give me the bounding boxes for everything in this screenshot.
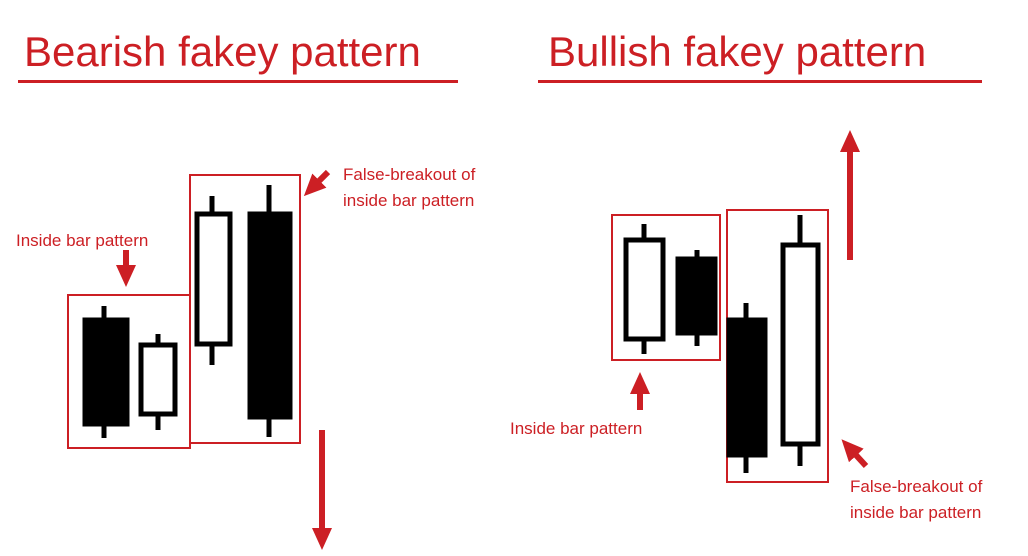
- bearish-candle-mother: [82, 306, 130, 438]
- bullish-candle-inside: [675, 250, 718, 346]
- bearish-false-breakout-label-line2: inside bar pattern: [343, 191, 475, 210]
- bullish-candle-mother: [623, 224, 666, 354]
- bullish-candle-up: [780, 215, 821, 466]
- bullish-candle-down: [726, 303, 768, 473]
- bullish-inside-bar-box: [611, 214, 721, 361]
- bearish-candle-down: [247, 185, 293, 437]
- bearish-false-breakout-label-line1: False-breakout of: [343, 165, 476, 184]
- bearish-candle-inside: [138, 334, 178, 430]
- arrow-icon: [303, 169, 331, 197]
- bullish-inside-bar-label: Inside bar pattern: [510, 419, 643, 438]
- bullish-pattern: [611, 130, 869, 483]
- bearish-title: Bearish fakey pattern: [24, 28, 421, 75]
- bullish-false-breakout-label-line2: inside bar pattern: [850, 503, 982, 522]
- bearish-pattern: [67, 169, 332, 550]
- arrow-icon: [841, 439, 869, 469]
- bearish-false-breakout-box: [189, 174, 301, 444]
- bearish-title-underline: [18, 80, 458, 83]
- bullish-title: Bullish fakey pattern: [548, 28, 927, 75]
- bullish-title-underline: [538, 80, 982, 83]
- bullish-false-breakout-label-line1: False-breakout of: [850, 477, 983, 496]
- bearish-inside-bar-label: Inside bar pattern: [16, 231, 149, 250]
- bearish-candle-up: [194, 196, 233, 365]
